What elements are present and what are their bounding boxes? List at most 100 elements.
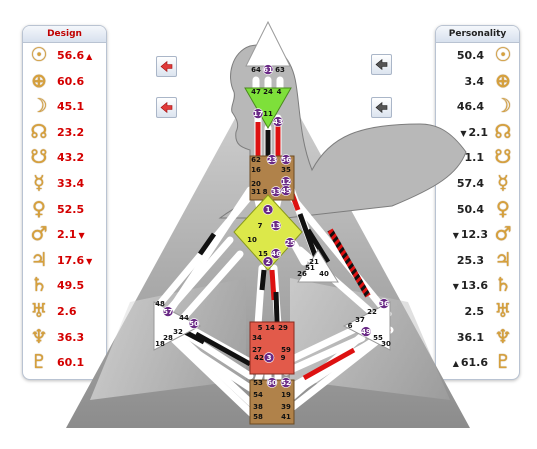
gate-label-23: 23 [267, 156, 277, 164]
personality-row-uranus: ♅2.5 [436, 299, 519, 324]
planet-value: 46.4 [457, 94, 488, 119]
gate-marker [280, 154, 292, 165]
planet-gate-line: 50.4 [456, 49, 484, 62]
planet-value: 2.1▼ [57, 222, 87, 247]
planet-gate-line: 36.3 [57, 330, 85, 344]
motion-arrow: ▼ [452, 231, 459, 241]
planet-value: 17.6▼ [57, 248, 94, 273]
motion-arrow: ▲ [86, 52, 93, 61]
sun-icon: ☉ [30, 44, 48, 66]
personality-row-neptune: ♆36.1 [436, 325, 519, 350]
earth-icon: ⊕ [495, 69, 511, 92]
gate-marker [262, 256, 274, 267]
design-row-north-node: ☊ 23.2 [23, 120, 106, 145]
heart-center [297, 249, 339, 283]
personality-row-jupiter: ♃ 25.3 [436, 248, 519, 273]
design-row-moon: ☽ 45.1 [23, 94, 106, 119]
planet-value: 56.6▲ [57, 43, 94, 68]
planet-gate-line: 43.2 [57, 151, 85, 165]
design-row-jupiter: ♃ 17.6▼ [23, 248, 106, 273]
gate-marker [266, 377, 278, 388]
gate-label-31: 31 [251, 188, 261, 196]
planet-gate-line: 23.2 [57, 125, 85, 139]
gate-label-36: 36 [379, 300, 389, 308]
ajna-center [244, 87, 292, 130]
north-node-icon: ☊ [30, 120, 48, 143]
gate-label-22: 22 [367, 308, 377, 316]
planet-gate-line: 45.1 [57, 100, 85, 114]
planet-value: 49.5 [57, 273, 88, 298]
design-prev-button-2[interactable] [156, 97, 177, 118]
gate-label-33: 33 [271, 188, 281, 196]
gate-label-45: 45 [281, 187, 291, 195]
venus-icon: ♀ [32, 197, 46, 220]
planet-gate-line: 56.6 [57, 49, 85, 62]
gate-label-40: 40 [319, 270, 329, 278]
gate-label-27: 27 [252, 346, 262, 354]
gate-label-62: 62 [251, 156, 261, 164]
personality-row-venus: ♀ 50.4 [436, 197, 519, 222]
design-prev-button-1[interactable] [156, 56, 177, 77]
pluto-icon: ♇ [494, 351, 512, 374]
design-row-venus: ♀ 52.5 [23, 197, 106, 222]
personality-panel: Personality ☉50.4⊕3.4☽46.4☊▼2.1☋1.1☿57.4… [435, 25, 520, 380]
gate-label-39: 39 [281, 403, 291, 411]
planet-gate-line: 60.1 [57, 356, 85, 370]
planet-gate-line: 60.6 [57, 74, 85, 88]
pluto-icon: ♇ [30, 351, 48, 374]
gate-label-24: 24 [263, 88, 273, 96]
planet-value: 50.4 [457, 197, 488, 222]
jupiter-icon: ♃ [494, 248, 512, 271]
gate-marker [252, 108, 264, 119]
planet-value: 23.2 [57, 120, 88, 145]
jupiter-icon: ♃ [30, 248, 48, 271]
moon-icon: ☽ [30, 95, 48, 118]
gate-label-13: 13 [271, 222, 281, 230]
planet-value: 43.2 [57, 145, 88, 170]
gate-label-19: 19 [281, 391, 291, 399]
planet-gate-line: 49.5 [57, 279, 85, 293]
motion-arrow: ▼ [78, 231, 85, 241]
sacral-center [249, 321, 295, 375]
saturn-icon: ♄ [494, 274, 512, 297]
gate-label-38: 38 [253, 403, 263, 411]
gate-label-5: 5 [258, 324, 263, 332]
design-row-south-node: ☋43.2 [23, 145, 106, 170]
arrow-left-gray-icon [375, 58, 388, 71]
mars-icon: ♂ [30, 223, 48, 246]
solar-plexus-center [342, 301, 391, 351]
neptune-icon: ♆ [494, 325, 512, 348]
gate-marker [162, 306, 174, 317]
venus-icon: ♀ [496, 197, 510, 220]
gate-marker [378, 298, 390, 309]
personality-panel-title: Personality [436, 26, 519, 43]
design-row-saturn: ♄49.5 [23, 273, 106, 298]
gate-marker [270, 220, 282, 231]
planet-gate-line: 13.6 [460, 279, 488, 293]
planet-value: 52.5 [57, 197, 88, 222]
planet-value: 57.4 [457, 171, 488, 196]
gate-label-61: 61 [263, 66, 273, 74]
planet-value: 25.3 [457, 248, 488, 273]
personality-prev-button-2[interactable] [371, 97, 392, 118]
planet-value: 60.1 [57, 350, 88, 375]
motion-arrow: ▼ [460, 128, 467, 138]
personality-prev-button-1[interactable] [371, 54, 392, 75]
planet-value: 60.6 [57, 69, 88, 94]
gate-label-20: 20 [251, 180, 261, 188]
planet-gate-line: 61.6 [460, 356, 488, 370]
gate-label-58: 58 [253, 413, 263, 421]
gate-label-14: 14 [265, 324, 275, 332]
gate-label-44: 44 [179, 314, 189, 322]
gate-marker [360, 326, 372, 337]
gate-marker [272, 116, 284, 127]
earth-icon: ⊕ [31, 69, 47, 92]
gate-label-35: 35 [281, 166, 291, 174]
gate-marker [188, 318, 200, 329]
personality-row-pluto: ♇▲61.6 [436, 350, 519, 375]
personality-row-mercury: ☿57.4 [436, 171, 519, 196]
motion-arrow: ▼ [86, 256, 93, 266]
arrow-left-red-icon [160, 60, 173, 73]
gate-label-10: 10 [247, 236, 257, 244]
